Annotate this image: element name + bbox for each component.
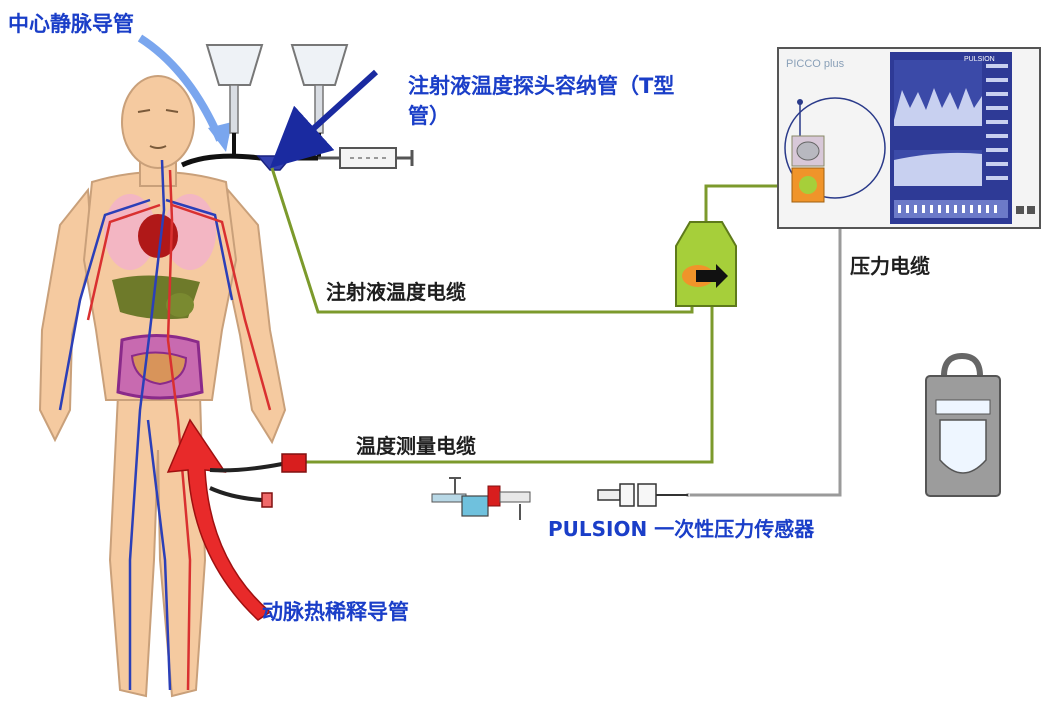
label-pressure-transducer: PULSION 一次性压力传感器 — [548, 517, 815, 541]
pressure-cable-line — [690, 150, 842, 497]
arteries — [86, 169, 272, 691]
label-injectate-temp-cable: 注射液温度电缆 — [326, 280, 466, 304]
monitor-brand: PICCO plus — [786, 58, 845, 70]
label-pressure-cable: 压力电缆 — [850, 254, 930, 278]
infusion-bag-left — [205, 44, 264, 134]
central-venous-arrow — [137, 34, 224, 142]
temp-measurement-cable-line — [305, 304, 714, 464]
veins — [58, 159, 234, 691]
label-injectate-probe-housing-line1: 注射液温度探头容纳管（T型 — [408, 74, 675, 98]
module-to-monitor-cable — [704, 184, 790, 226]
arterial-catheter-arrow — [166, 418, 272, 621]
label-temp-measurement-cable: 温度测量电缆 — [356, 434, 476, 458]
label-central-venous-catheter: 中心静脉导管 — [8, 12, 134, 36]
syringe — [318, 147, 414, 169]
picco-module — [675, 221, 737, 307]
picco-monitor — [777, 47, 1041, 229]
temp-connector — [209, 453, 307, 508]
label-arterial-thermodilution-catheter: 动脉热稀释导管 — [262, 600, 409, 624]
monitor-logo: PULSION — [964, 56, 995, 63]
cables — [270, 167, 790, 464]
probe-pointer-arrow — [269, 69, 379, 169]
pressure-bag — [925, 352, 1001, 497]
cvc-tubing — [180, 153, 318, 168]
disposable-transducer — [597, 483, 688, 507]
t-piece — [256, 155, 294, 171]
pressure-transducer-assembly — [431, 477, 531, 520]
organs — [104, 194, 216, 400]
label-injectate-probe-housing-line2: 管） — [408, 104, 450, 128]
